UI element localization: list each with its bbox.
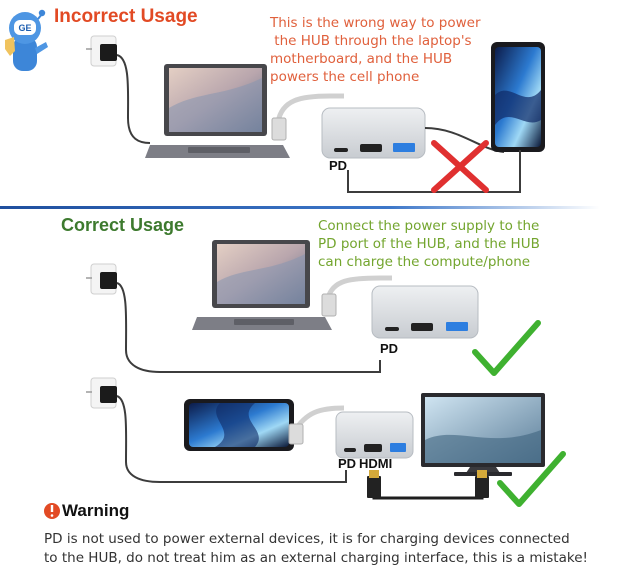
note-line: the HUB through the laptop's xyxy=(270,33,472,49)
warning-text: PD is not used to power external devices… xyxy=(44,530,614,568)
incorrect-usage-heading: Incorrect Usage xyxy=(54,6,198,27)
svg-text:GE: GE xyxy=(18,23,31,33)
check-icon xyxy=(497,451,566,507)
note-line: motherboard, and the HUB xyxy=(270,51,453,67)
mascot-icon: GE xyxy=(5,9,48,71)
note-line: Connect the power supply to the xyxy=(318,218,540,234)
wall-charger-icon xyxy=(86,263,117,295)
correct-usage-heading: Correct Usage xyxy=(61,215,185,235)
wall-charger-icon xyxy=(86,35,117,67)
warning-heading: Warning xyxy=(62,501,130,520)
note-line: PD port of the HUB, and the HUB xyxy=(318,236,540,252)
warning-line: PD is not used to power external devices… xyxy=(44,531,570,547)
phone-icon xyxy=(184,399,294,451)
check-icon xyxy=(472,320,541,376)
usb-hub-icon xyxy=(321,107,426,159)
wall-charger-icon xyxy=(86,377,117,409)
warning-line: to the HUB, do not treat him as an exter… xyxy=(44,550,588,566)
pd-port-label: PD xyxy=(380,341,399,356)
laptop-icon xyxy=(145,64,290,158)
note-line: can charge the compute/phone xyxy=(318,254,531,270)
cross-icon xyxy=(431,140,489,193)
laptop-icon xyxy=(192,240,332,330)
correct-usage-note: Connect the power supply to the PD port … xyxy=(318,217,558,271)
usb-hub-icon xyxy=(371,285,479,339)
note-line: powers the cell phone xyxy=(270,69,420,85)
note-line: This is the wrong way to power xyxy=(270,15,481,31)
pd-port-label: PD xyxy=(329,158,348,173)
incorrect-usage-note: This is the wrong way to power the HUB t… xyxy=(270,14,510,86)
phone-icon xyxy=(491,42,545,152)
tv-monitor-icon xyxy=(421,393,545,476)
pd-port-label: PD xyxy=(338,456,357,471)
hdmi-port-label: HDMI xyxy=(359,456,393,471)
usb-hub-icon xyxy=(335,411,414,459)
section-divider xyxy=(0,206,600,209)
warning-icon xyxy=(44,503,60,519)
